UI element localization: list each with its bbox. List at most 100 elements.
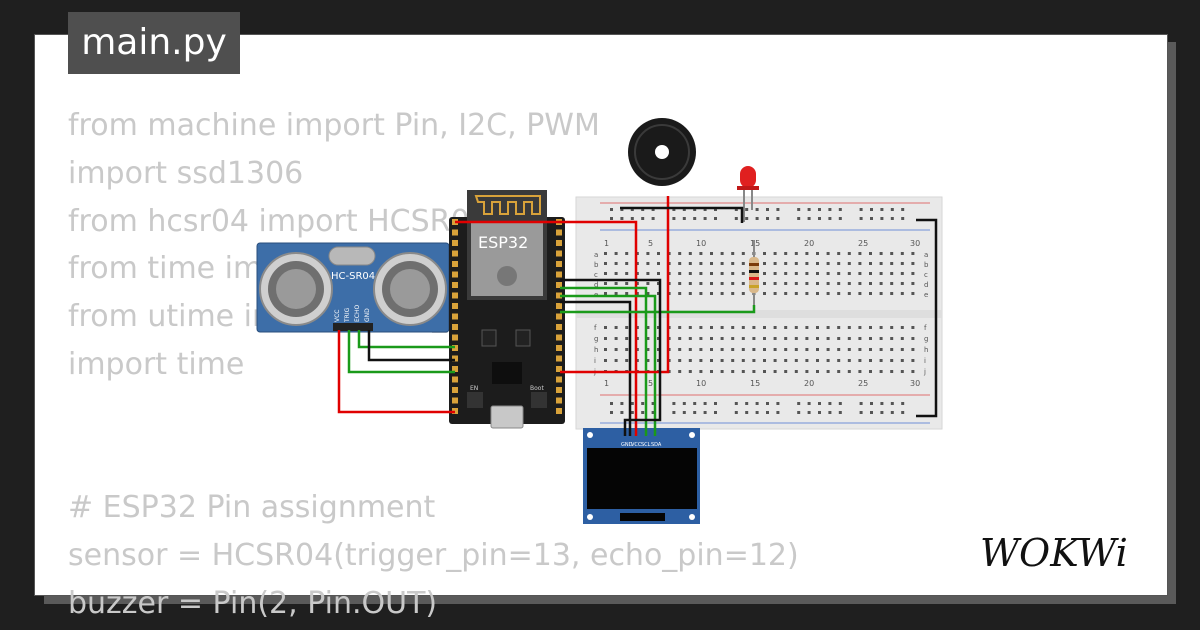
buzzer[interactable] xyxy=(628,118,696,186)
bb-row-label: e xyxy=(924,291,928,299)
breadboard-hole xyxy=(773,359,777,362)
breadboard-hole xyxy=(657,292,660,295)
breadboard-hole xyxy=(847,359,851,362)
breadboard-hole xyxy=(657,337,660,340)
resistor[interactable] xyxy=(749,240,759,305)
breadboard-hole xyxy=(710,348,713,351)
esp32-board[interactable]: ESP32 EN Boot xyxy=(449,190,565,429)
file-tab[interactable]: main.py xyxy=(68,12,240,74)
breadboard-hole xyxy=(703,217,707,220)
bb-row-label: j xyxy=(923,368,926,376)
bb-col-label: 30 xyxy=(910,379,920,388)
oled-display[interactable]: GND VCC SCL SDA xyxy=(583,428,700,524)
breadboard-hole xyxy=(641,208,645,211)
breadboard-hole xyxy=(731,252,735,255)
breadboard-hole xyxy=(900,359,904,362)
breadboard-hole xyxy=(710,326,713,329)
bb-col-label: 25 xyxy=(858,239,868,248)
breadboard-hole xyxy=(682,217,686,220)
breadboard-hole xyxy=(870,411,873,414)
breadboard-hole xyxy=(699,292,703,295)
bb-row-label: a xyxy=(594,251,598,259)
code-line: # ESP32 Pin assignment xyxy=(68,490,436,526)
breadboard-hole xyxy=(818,208,821,211)
esp32-pin xyxy=(556,387,562,393)
breadboard-hole xyxy=(657,262,660,265)
esp32-pin xyxy=(556,240,562,246)
breadboard-hole xyxy=(858,370,862,373)
breadboard-hole xyxy=(651,411,655,414)
wokwi-logo: WOKWi xyxy=(980,531,1128,575)
esp32-pin xyxy=(452,282,458,288)
breadboard-hole xyxy=(890,326,894,329)
breadboard-hole xyxy=(625,292,629,295)
breadboard-hole xyxy=(847,326,851,329)
breadboard-hole xyxy=(630,402,634,405)
esp32-pin xyxy=(452,376,458,383)
breadboard-hole xyxy=(646,272,650,275)
breadboard-hole xyxy=(869,262,872,265)
breadboard-hole xyxy=(816,292,819,295)
breadboard-hole xyxy=(890,208,894,211)
breadboard-hole xyxy=(699,326,703,329)
breadboard-hole xyxy=(828,402,832,405)
breadboard-hole xyxy=(890,337,894,340)
esp32-pin xyxy=(556,261,562,267)
code-editor[interactable]: from machine import Pin, I2C, PWM import… xyxy=(68,102,799,628)
breadboard-hole xyxy=(837,337,841,340)
breadboard-hole xyxy=(752,337,756,340)
breadboard-hole xyxy=(635,252,639,255)
breadboard-hole xyxy=(773,272,777,275)
breadboard-hole xyxy=(731,359,735,362)
breadboard-hole xyxy=(859,411,863,414)
breadboard-hole xyxy=(741,252,745,255)
breadboard-hole xyxy=(847,282,851,285)
breadboard-hole xyxy=(911,326,915,329)
breadboard-hole xyxy=(620,402,624,405)
breadboard-hole xyxy=(838,217,842,220)
breadboard-hole xyxy=(745,208,749,211)
breadboard-hole xyxy=(620,208,624,211)
breadboard-hole xyxy=(678,262,682,265)
breadboard-hole xyxy=(784,272,788,275)
breadboard-hole xyxy=(794,359,798,362)
breadboard-hole xyxy=(720,359,724,362)
breadboard-hole xyxy=(890,272,894,275)
breadboard-hole xyxy=(901,402,905,405)
bb-row-label: g xyxy=(924,335,928,343)
breadboard-hole xyxy=(900,262,904,265)
ultrasonic-sensor[interactable]: HC-SR04 VCC TRIG ECHO GND xyxy=(256,242,450,333)
led[interactable] xyxy=(737,166,759,222)
breadboard-hole xyxy=(630,217,634,220)
breadboard-hole xyxy=(657,326,660,329)
oled-pin-label: GND xyxy=(621,442,633,448)
breadboard-hole xyxy=(784,326,788,329)
breadboard-hole xyxy=(710,359,713,362)
breadboard-hole xyxy=(646,262,650,265)
breadboard-hole xyxy=(794,348,798,351)
esp32-pin xyxy=(452,366,458,372)
breadboard-hole xyxy=(805,359,809,362)
breadboard-hole xyxy=(816,282,819,285)
breadboard-hole xyxy=(784,370,788,373)
breadboard-hole xyxy=(826,370,830,373)
esp32-pin xyxy=(452,397,458,404)
breadboard-hole xyxy=(720,252,724,255)
breadboard-hole xyxy=(678,359,682,362)
breadboard-hole xyxy=(646,337,650,340)
breadboard-hole xyxy=(651,208,655,211)
breadboard-hole xyxy=(805,282,809,285)
breadboard-hole xyxy=(604,359,607,362)
breadboard-hole xyxy=(731,348,735,351)
bb-row-label: c xyxy=(924,271,928,279)
breadboard-hole xyxy=(625,272,629,275)
breadboard-hole xyxy=(837,292,841,295)
breadboard-hole xyxy=(826,348,830,351)
breadboard-hole xyxy=(620,411,624,414)
breadboard-hole xyxy=(688,262,692,265)
esp32-pin xyxy=(452,334,458,341)
breadboard-hole xyxy=(741,326,745,329)
breadboard-hole xyxy=(816,337,819,340)
breadboard-hole xyxy=(890,411,894,414)
